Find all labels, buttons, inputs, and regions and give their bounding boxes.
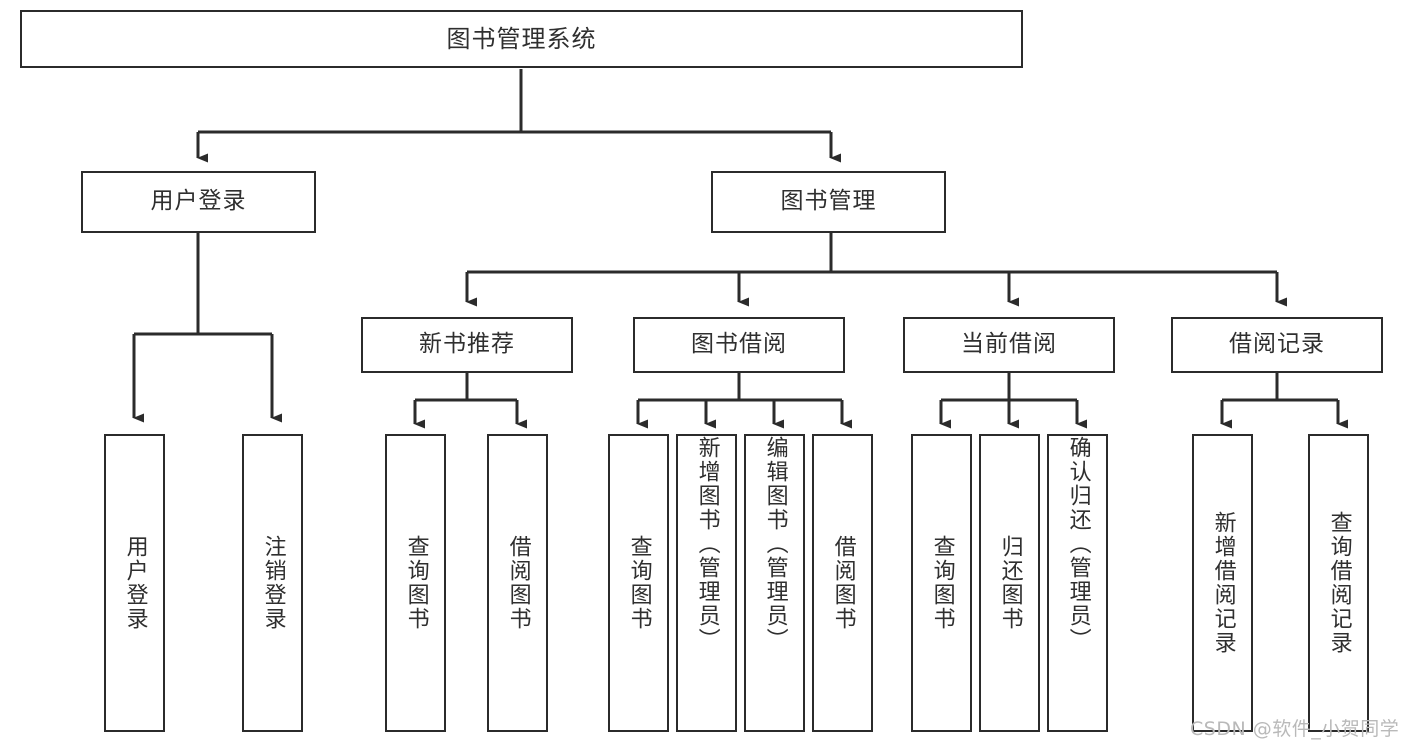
leaf-borrow-book-2-label: 借阅图书 [830,535,856,631]
node-book-borrow[interactable]: 图书借阅 [633,317,845,373]
leaf-add-book-label: 新增图书（管理员） [694,436,720,652]
node-book-manage-label: 图书管理 [780,188,877,215]
leaf-query-book-3[interactable]: 查询图书 [911,434,972,732]
leaf-borrow-book-1[interactable]: 借阅图书 [487,434,548,732]
leaf-user-logout[interactable]: 注销登录 [242,434,303,732]
leaf-query-book-3-label: 查询图书 [929,535,955,631]
node-user-login[interactable]: 用户登录 [81,171,316,233]
leaf-return-book[interactable]: 归还图书 [979,434,1040,732]
node-root-label: 图书管理系统 [446,24,597,53]
leaf-return-book-label: 归还图书 [997,535,1023,631]
leaf-add-book[interactable]: 新增图书（管理员） [676,434,737,732]
node-current-borrow-label: 当前借阅 [961,331,1057,358]
leaf-query-book-2-label: 查询图书 [626,535,652,631]
node-book-manage[interactable]: 图书管理 [711,171,946,233]
leaf-edit-book[interactable]: 编辑图书（管理员） [744,434,805,732]
leaf-borrow-book-2[interactable]: 借阅图书 [812,434,873,732]
leaf-query-book-1[interactable]: 查询图书 [385,434,446,732]
leaf-borrow-book-1-label: 借阅图书 [505,535,531,631]
node-borrow-record[interactable]: 借阅记录 [1171,317,1383,373]
node-user-login-label: 用户登录 [150,188,247,215]
node-new-book-recommend[interactable]: 新书推荐 [361,317,573,373]
leaf-user-logout-label: 注销登录 [260,535,286,631]
leaf-edit-book-label: 编辑图书（管理员） [762,436,788,652]
leaf-query-book-1-label: 查询图书 [403,535,429,631]
node-book-borrow-label: 图书借阅 [691,331,787,358]
leaf-query-record-label: 查询借阅记录 [1326,511,1352,655]
leaf-confirm-return[interactable]: 确认归还（管理员） [1047,434,1108,732]
leaf-query-book-2[interactable]: 查询图书 [608,434,669,732]
node-new-book-recommend-label: 新书推荐 [419,331,515,358]
leaf-add-record-label: 新增借阅记录 [1210,511,1236,655]
leaf-query-record[interactable]: 查询借阅记录 [1308,434,1369,732]
leaf-add-record[interactable]: 新增借阅记录 [1192,434,1253,732]
node-current-borrow[interactable]: 当前借阅 [903,317,1115,373]
leaf-user-login[interactable]: 用户登录 [104,434,165,732]
leaf-user-login-label: 用户登录 [122,535,148,631]
node-borrow-record-label: 借阅记录 [1229,331,1325,358]
leaf-confirm-return-label: 确认归还（管理员） [1065,436,1091,652]
node-root[interactable]: 图书管理系统 [20,10,1023,68]
